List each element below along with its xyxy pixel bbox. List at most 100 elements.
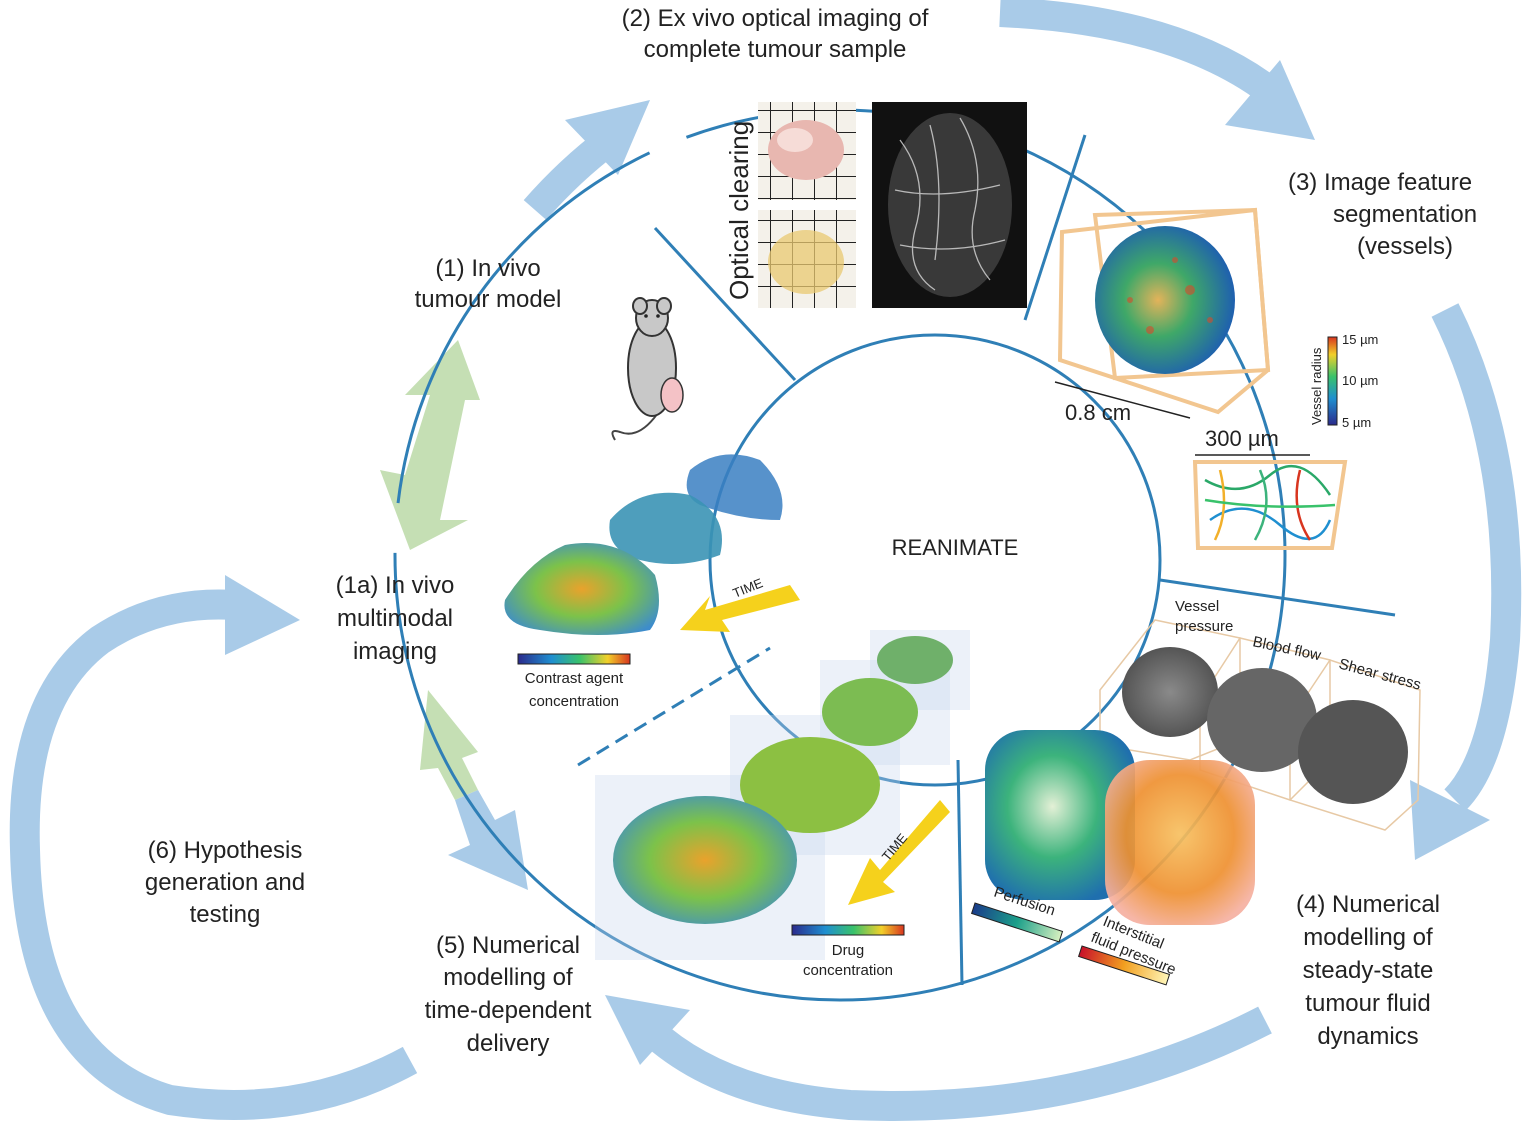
tumour-cleared [768, 230, 844, 294]
panel-drug-series: TIME Drug concentration [595, 630, 970, 979]
ex-vivo-tumour [888, 113, 1012, 297]
arrowhead-1-to-2 [565, 100, 650, 175]
step-2-line-1: (2) Ex vivo optical imaging of [622, 5, 929, 32]
arrowhead-2-to-3 [1225, 60, 1315, 140]
divider-5-dashed [577, 646, 771, 767]
ex-vivo-vessels [894, 117, 1006, 291]
network-box [1192, 460, 1348, 550]
divider-4 [956, 759, 964, 986]
optical-clearing-label: Optical clearing [724, 121, 754, 300]
tumour-pink-highlight [777, 128, 813, 152]
green-double-arrow-upper [380, 340, 480, 550]
contrast-frame-1 [504, 543, 659, 635]
step-2-label: (2) Ex vivo optical imaging of complete … [622, 5, 929, 63]
step-6-line-2: generation and [145, 869, 305, 896]
scale-bar-large [1054, 381, 1191, 419]
blood-flow-label: Blood flow [1251, 633, 1322, 664]
cycle-arrowheads [225, 60, 1490, 1065]
vessel-radius-tick-low: 5 µm [1342, 415, 1371, 430]
shear-stress-label: Shear stress [1337, 655, 1423, 693]
inner-ring [708, 333, 1162, 787]
arrow-loop-to-1a [9, 589, 418, 1120]
contrast-colorbar [517, 653, 631, 665]
step-1-label: (1) In vivo tumour model [415, 255, 562, 313]
shear-stress-map [1298, 700, 1408, 804]
vessel-radius-tick-high: 15 µm [1342, 332, 1378, 347]
center-label: REANIMATE [892, 535, 1019, 560]
step-5-line-3: time-dependent [425, 997, 592, 1024]
panel-contrast-series: TIME Contrast agent concentration [504, 454, 800, 710]
step-5-line-1: (5) Numerical [436, 932, 580, 959]
step-6-label: (6) Hypothesis generation and testing [145, 837, 305, 928]
step-1-line-1: (1) In vivo [435, 255, 540, 282]
step-3-line-3: (vessels) [1357, 233, 1453, 260]
divider-2 [1023, 134, 1087, 321]
drug-colorbar-label-2: concentration [803, 962, 893, 979]
drug-colorbar [791, 924, 905, 936]
divider-1 [653, 226, 797, 382]
mouse-icon [611, 297, 684, 441]
vessel-pressure-label: Vessel [1175, 598, 1219, 615]
time-arrow-lower [848, 800, 950, 905]
time-arrow-upper [680, 585, 800, 632]
panel-flow-fields: Vessel pressure Blood flow Shear stress … [970, 598, 1423, 986]
arrow-2-to-3 [999, 0, 1285, 107]
arrow-4-to-5 [639, 1006, 1272, 1121]
contrast-colorbar-label: Contrast agent [525, 670, 624, 687]
ifp-colorbar [1077, 945, 1171, 986]
arrowhead-to-1a [225, 575, 300, 655]
contrast-colorbar-label-2: concentration [529, 693, 619, 710]
vessel-radius-title: Vessel radius [1309, 347, 1324, 425]
panel-optical-clearing: Optical clearing [724, 102, 1027, 308]
vessel-pressure-map [1122, 647, 1218, 737]
step-2-line-2: complete tumour sample [644, 36, 907, 63]
green-blue-double-arrow-lower [420, 690, 528, 890]
step-4-line-4: tumour fluid [1305, 990, 1430, 1017]
step-6-line-1: (6) Hypothesis [148, 837, 303, 864]
step-1a-line-3: imaging [353, 638, 437, 665]
divider-3 [1159, 578, 1396, 617]
arrowhead-3-to-4 [1410, 780, 1490, 860]
drug-frame-4 [877, 636, 953, 684]
step-3-line-2: segmentation [1333, 201, 1477, 228]
step-3-line-1: (3) Image feature [1288, 169, 1472, 196]
drug-colorbar-label: Drug [832, 942, 865, 959]
panel-vessel-segmentation: 0.8 cm Vessel radius 15 µm 10 µm 5 µm 30… [1054, 207, 1378, 550]
step-4-line-1: (4) Numerical [1296, 891, 1440, 918]
vessel-speckle [1127, 257, 1213, 334]
drug-frame-1 [613, 796, 797, 924]
perfusion-field [985, 730, 1135, 900]
step-4-line-2: modelling of [1303, 924, 1433, 951]
step-4-line-5: dynamics [1317, 1023, 1418, 1050]
drug-frame-3 [822, 678, 918, 746]
drug-frame-2 [740, 737, 880, 833]
vessel-radius-colorbar [1327, 336, 1338, 426]
contrast-frame-3 [686, 454, 783, 520]
arrow-3-to-4 [1431, 303, 1522, 811]
perfusion-colorbar [970, 902, 1064, 943]
vessel-radius-tick-mid: 10 µm [1342, 373, 1378, 388]
vessel-pressure-label-2: pressure [1175, 618, 1233, 635]
step-5-label: (5) Numerical modelling of time-dependen… [425, 932, 592, 1057]
step-1-line-2: tumour model [415, 286, 562, 313]
scale-large-label: 0.8 cm [1065, 400, 1131, 425]
ifp-field [1105, 760, 1255, 925]
step-3-label: (3) Image feature segmentation (vessels) [1288, 169, 1477, 260]
step-1a-line-2: multimodal [337, 605, 453, 632]
vessel-box-front [1057, 207, 1271, 415]
cycle-arrows [9, 0, 1522, 1121]
scale-small-label: 300 µm [1205, 426, 1279, 451]
step-1a-label: (1a) In vivo multimodal imaging [336, 572, 455, 665]
step-4-label: (4) Numerical modelling of steady-state … [1296, 891, 1440, 1050]
step-5-line-4: delivery [467, 1030, 550, 1057]
step-5-line-2: modelling of [443, 964, 573, 991]
tumour-pink [768, 120, 844, 180]
vessel-tumour [1095, 226, 1235, 374]
contrast-frame-2 [609, 492, 722, 564]
arrowhead-4-to-5 [605, 995, 690, 1065]
step-6-line-3: testing [190, 901, 261, 928]
step-4-line-3: steady-state [1303, 957, 1434, 984]
step-1a-line-1: (1a) In vivo [336, 572, 455, 599]
network-vessels [1204, 464, 1336, 541]
